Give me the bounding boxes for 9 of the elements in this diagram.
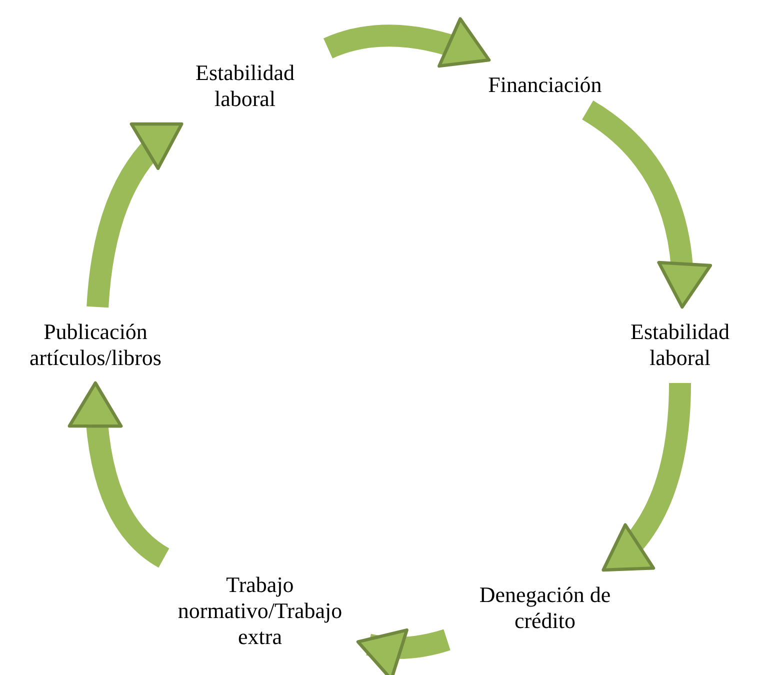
cycle-label: Denegación de crédito <box>478 582 612 634</box>
cycle-label: Publicación artículos/libros <box>28 319 162 371</box>
cycle-label: Trabajo normativo/Trabajo extra <box>176 572 344 650</box>
curved-arrow <box>324 18 494 70</box>
curved-arrow <box>582 100 711 309</box>
cycle-label: Estabilidad laboral <box>194 60 296 112</box>
curved-arrow <box>355 627 450 675</box>
cycle-label: Financiación <box>488 72 602 98</box>
cycle-label: Estabilidad laboral <box>630 319 730 371</box>
